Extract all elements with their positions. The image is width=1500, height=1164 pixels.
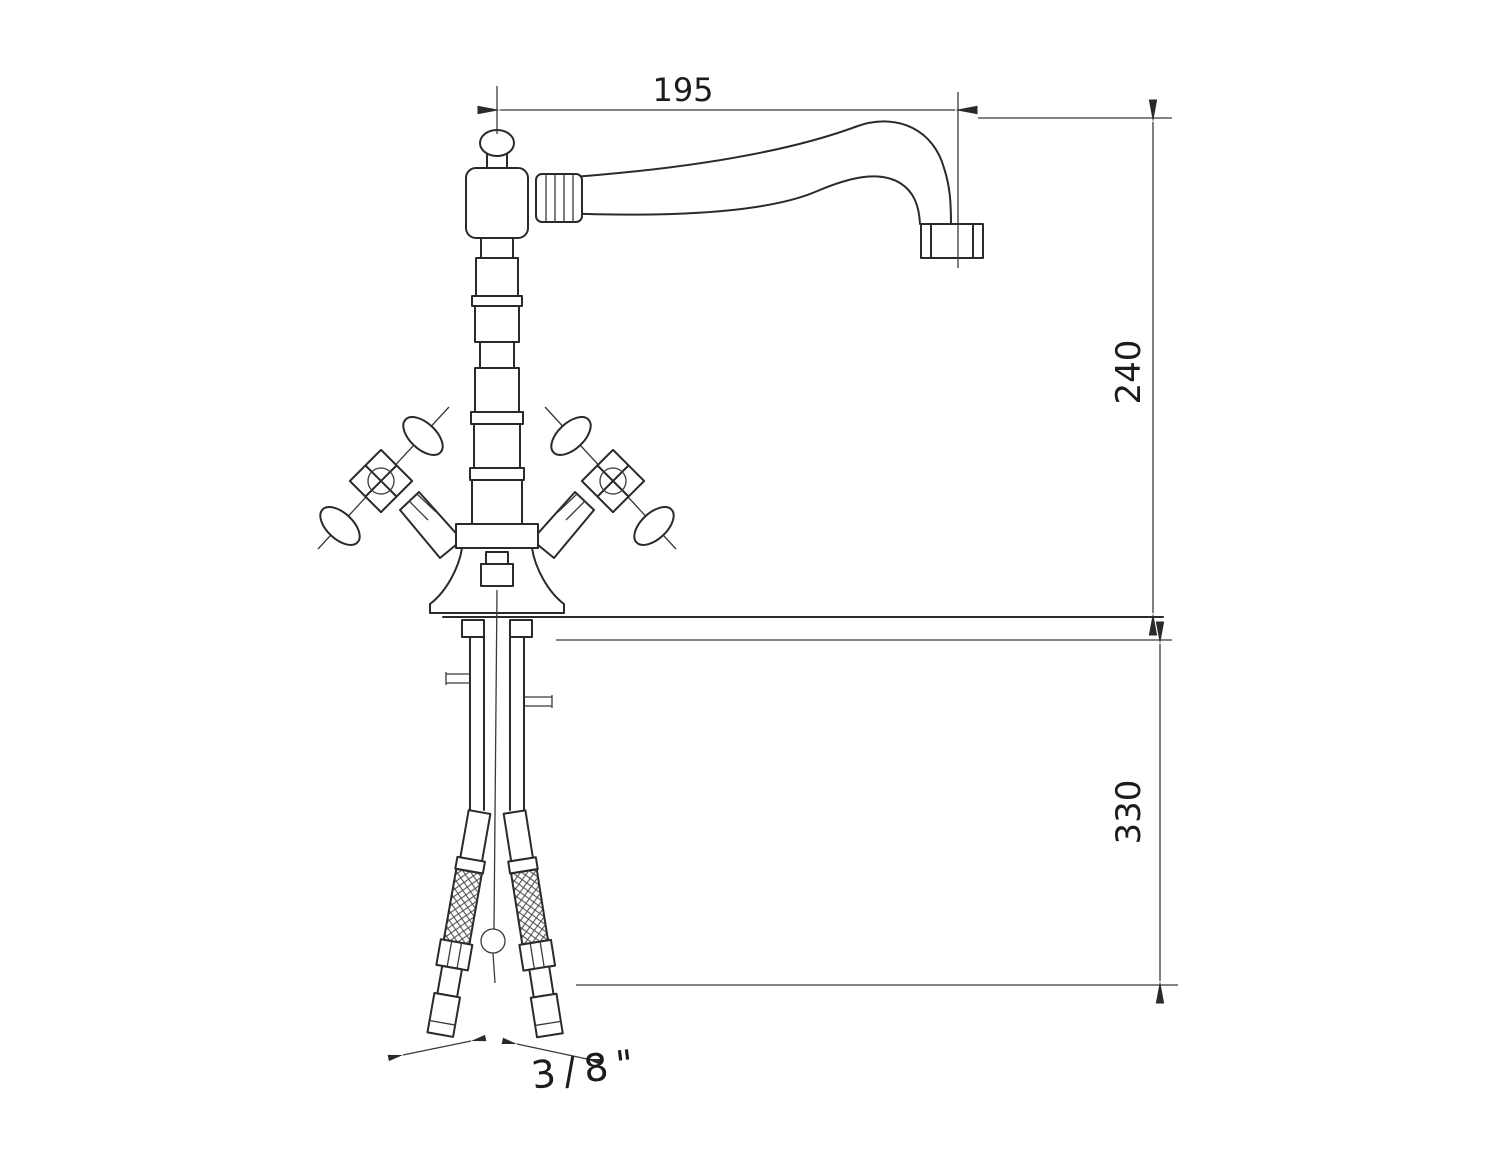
handle-knob-upper (402, 416, 444, 456)
hose-tube (459, 809, 492, 863)
hose-nut-facet (539, 941, 545, 968)
mounting-tick-left (445, 672, 470, 685)
column-segment (475, 257, 519, 297)
collar-ring-grooves (545, 174, 574, 222)
column-segment (473, 423, 521, 469)
width-arrow-left (387, 1034, 487, 1062)
base (429, 523, 565, 614)
column-neck (480, 237, 514, 259)
column-segment (474, 367, 520, 413)
handle-knob-lower (319, 506, 361, 546)
hose-nut-facet (446, 941, 453, 967)
supply-tubes (469, 636, 525, 811)
hose-fitting (528, 965, 555, 999)
column-body (469, 237, 525, 525)
handle-hub (367, 467, 395, 495)
dimension-height-above-deck: 240 (978, 99, 1172, 636)
supply-hose-right (502, 809, 564, 1039)
dimension-label-330: 330 (1109, 780, 1149, 845)
dimension-depth-below-deck: 330 (556, 621, 1178, 1004)
dimension-label-connection: 3/8" (529, 1041, 644, 1098)
hose-braided-section (510, 868, 550, 946)
shank-cap-right (509, 619, 533, 638)
finial-knob (479, 129, 515, 169)
width-arrow-right (501, 1037, 603, 1066)
hose-fitting (436, 964, 463, 998)
rod-line (493, 589, 498, 930)
collar-ring-body (535, 173, 583, 223)
faucet-drawing (317, 120, 1164, 1039)
handle-cross-line (365, 465, 397, 497)
shank (445, 619, 553, 811)
mounting-tick-right (524, 695, 553, 708)
hose-end-pipe (529, 992, 564, 1039)
spout (559, 120, 984, 259)
hose-end-line (535, 1020, 561, 1027)
finial-stem (486, 153, 508, 169)
hose-tube (502, 809, 534, 863)
base-nut (480, 563, 514, 587)
dimension-supply-connection: 3/8" (387, 1034, 644, 1098)
supply-hose-left (426, 809, 492, 1038)
hose-end-pipe (426, 991, 462, 1038)
dimension-label-195: 195 (652, 71, 713, 109)
base-nut-top (485, 551, 509, 565)
spout-tube (559, 120, 952, 225)
hose-nut-facet (529, 943, 535, 969)
column-ring (470, 411, 524, 425)
column-ring (469, 467, 525, 481)
dimension-label-240: 240 (1109, 340, 1149, 405)
column-ring (471, 295, 523, 307)
dimension-spout-reach: 195 (477, 71, 978, 268)
hose-end-line (429, 1019, 456, 1026)
shank-cap-left (461, 619, 485, 638)
rod-tail (492, 952, 496, 984)
column-segment (471, 479, 523, 525)
hose-braided-section (442, 867, 483, 946)
handle-stem-collars (408, 493, 437, 521)
column-segment (474, 305, 520, 343)
rod-ball (480, 928, 506, 954)
handle-left (317, 406, 463, 559)
handle-right (531, 406, 682, 559)
spout-collar-rings (535, 173, 583, 223)
column-waist (479, 341, 515, 369)
center-rod (480, 589, 506, 984)
base-collar (455, 523, 539, 549)
hose-nut-facet (456, 942, 463, 969)
faucet-head (465, 167, 529, 239)
